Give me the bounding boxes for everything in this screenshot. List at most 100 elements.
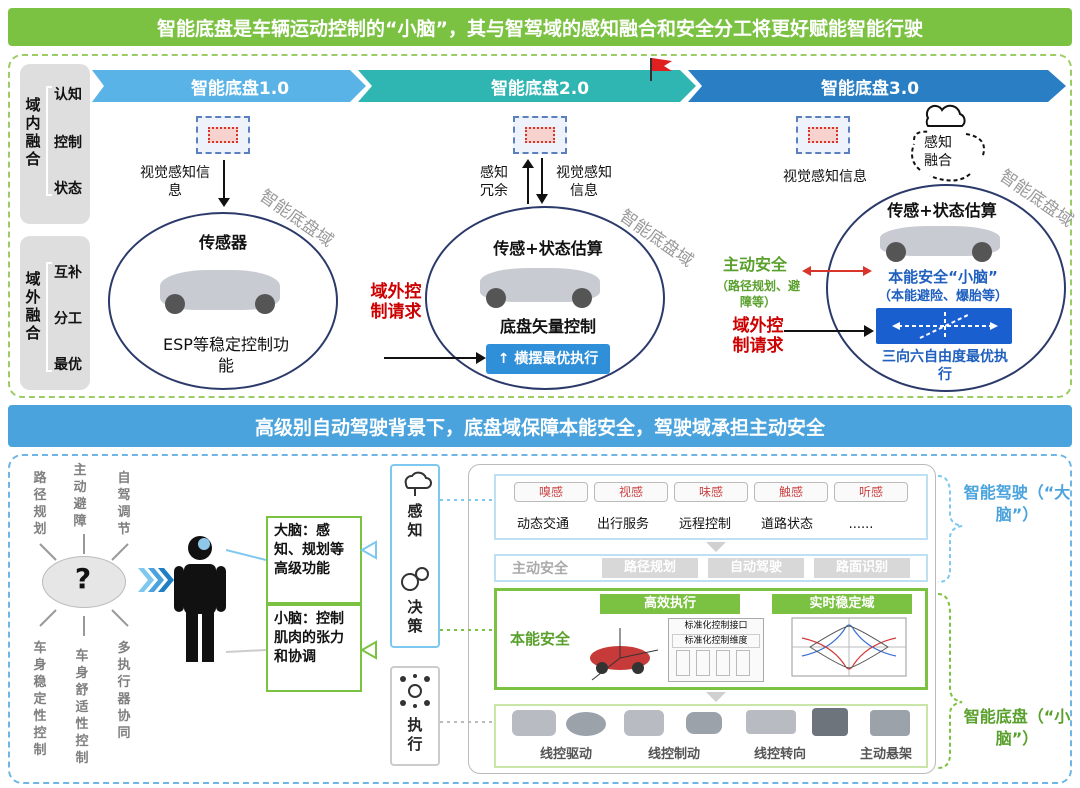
stage3-sensor-est: 传感+状态估算: [887, 201, 997, 220]
service-label: 出行服务: [596, 517, 649, 532]
lateral-box: [486, 344, 610, 374]
stage3-ellipse: [826, 184, 1066, 392]
phase-perception-decision: [390, 464, 440, 648]
stage2-arrow: [358, 70, 696, 102]
person-icon: [174, 536, 226, 662]
question-mark: ?: [74, 562, 92, 595]
efficient-header: [600, 594, 740, 614]
realtime-header: [772, 594, 912, 614]
sense-chip: 视感: [594, 482, 668, 502]
phase-label-perception: 感知: [407, 502, 423, 539]
bidirectional-arrow-icon: [522, 158, 548, 204]
in-domain-label: 域内融合: [25, 96, 41, 168]
stage2-vector: 底盘矢量控制: [499, 317, 596, 336]
cloud-cycle-icon: [911, 104, 985, 182]
service-label: 道路状态: [760, 517, 813, 532]
service-label: 远程控制: [678, 517, 731, 532]
actuator-image: [566, 712, 606, 736]
actuator-label: 线控转向: [753, 747, 806, 762]
active-row-label: 主动安全: [512, 561, 568, 577]
double-arrow-icon: [802, 266, 872, 276]
big-brain-text: 大脑：感知、规划等高级功能: [274, 523, 344, 577]
skill-label: 自驾调节: [117, 471, 131, 537]
sense-chip: 嗅感: [514, 482, 588, 502]
mid-banner: 高级别自动驾驶背景下，底盘域保障本能安全，驾驶域承担主动安全: [8, 405, 1072, 447]
stage-arrows: [92, 70, 1066, 102]
out-item: 最优: [54, 357, 82, 373]
out-domain-panel: [20, 236, 90, 390]
stage1-visual: 视觉感知信息: [140, 165, 210, 199]
sensor-car-icon: [796, 116, 850, 154]
stability-plot: [791, 617, 907, 677]
in-item: 认知: [54, 87, 82, 103]
sense-chip: 触感: [754, 482, 828, 502]
service-label: ......: [848, 517, 874, 532]
stage3-six-dof: 三向六自由度最优执行: [882, 349, 1008, 383]
down-chevron-icon: [706, 542, 726, 552]
actuator-image: [870, 710, 910, 736]
service-label: 动态交通: [516, 517, 569, 532]
top-banner: 智能底盘是车辆运动控制的“小脑”，其与智驾域的感知融合和安全分工将更好赋能智能行…: [8, 8, 1072, 46]
skill-label: 车身稳定性控制: [33, 641, 47, 758]
actuator-image: [686, 712, 722, 734]
active-row-item: 路面识别: [814, 558, 910, 578]
actuator-image: [624, 710, 664, 736]
skill-label: 车身舒适性控制: [75, 649, 89, 766]
smart-chassis-label: 智能底盘（“小脑”）: [963, 707, 1071, 748]
out-domain-label: 域外融合: [25, 270, 41, 342]
stage2-ellipse: [425, 206, 665, 390]
dotted-connectors: [440, 499, 494, 723]
stage3-title: 智能底盘3.0: [820, 78, 920, 99]
actuator-image: [746, 710, 796, 734]
system-container: [468, 464, 936, 774]
realtime-label: 实时稳定域: [809, 596, 875, 611]
in-item: 状态: [54, 181, 82, 197]
stage2-redundant: 感知冗余: [480, 165, 508, 199]
up-arrow-icon: ↑: [497, 351, 515, 367]
actuator-label: 线控制动: [647, 747, 700, 762]
efficient-label: 高效执行: [643, 596, 696, 611]
stage3-active-sub: （路径规划、避障等）: [716, 279, 801, 309]
dims-label: 标准化控制维度: [672, 634, 760, 648]
converging-arrows-icon: [39, 534, 129, 636]
in-brace: [46, 86, 52, 196]
small-brain-box: [266, 604, 362, 692]
in-item: 控制: [54, 135, 82, 151]
stage2-ext-request: 域外控制请求: [370, 282, 422, 322]
smart-driving-label: 智能驾驶（“大脑”）: [963, 483, 1071, 524]
actuator-image: [512, 710, 556, 736]
stage1-sensor: 传感器: [198, 233, 247, 252]
stage3-instinct: 本能安全“小脑”: [888, 268, 998, 286]
gears-icon: [401, 567, 429, 591]
out-item: 互补: [54, 265, 82, 281]
stage2-lateral: ↑ 横摆最优执行: [497, 351, 599, 367]
phase-execution: [390, 666, 440, 766]
instinct-label: 本能安全: [509, 630, 570, 648]
stage3-instinct-sub: （本能避险、爆胎等）: [877, 289, 1008, 304]
interface-label: 标准化控制接口: [684, 621, 748, 631]
right-arrow-icon: [784, 325, 874, 337]
right-braces: [937, 475, 963, 769]
stage3-ext-request: 域外控制请求: [732, 316, 784, 356]
down-arrow-icon: [218, 160, 230, 207]
skill-label: 主动避障: [73, 463, 87, 529]
chevrons-icon: [138, 568, 174, 592]
sensor-car-icon: [196, 116, 250, 154]
dof-arrows-icon: [892, 312, 998, 340]
stage3-fusion: 感知融合: [924, 135, 952, 169]
out-item: 分工: [54, 311, 82, 327]
actuator-image: [812, 708, 848, 736]
active-row-item: 路径规划: [602, 558, 698, 578]
big-brain-box: [266, 516, 362, 604]
actuator-label: 线控驱动: [539, 747, 592, 762]
stage3-visual: 视觉感知信息: [783, 169, 867, 185]
cloud-network-icon: [404, 471, 432, 496]
skill-label: 多执行器协同: [117, 641, 131, 741]
actuator-label: 主动悬架: [859, 747, 912, 762]
stage3-active-safety: 主动安全: [722, 255, 787, 274]
small-brain-text: 小脑：控制肌肉的张力和协调: [274, 611, 344, 665]
sense-chip: 听感: [834, 482, 908, 502]
instinct-safety-box: [494, 588, 928, 690]
stage1-title: 智能底盘1.0: [190, 78, 290, 99]
down-chevron-icon: [706, 692, 726, 702]
